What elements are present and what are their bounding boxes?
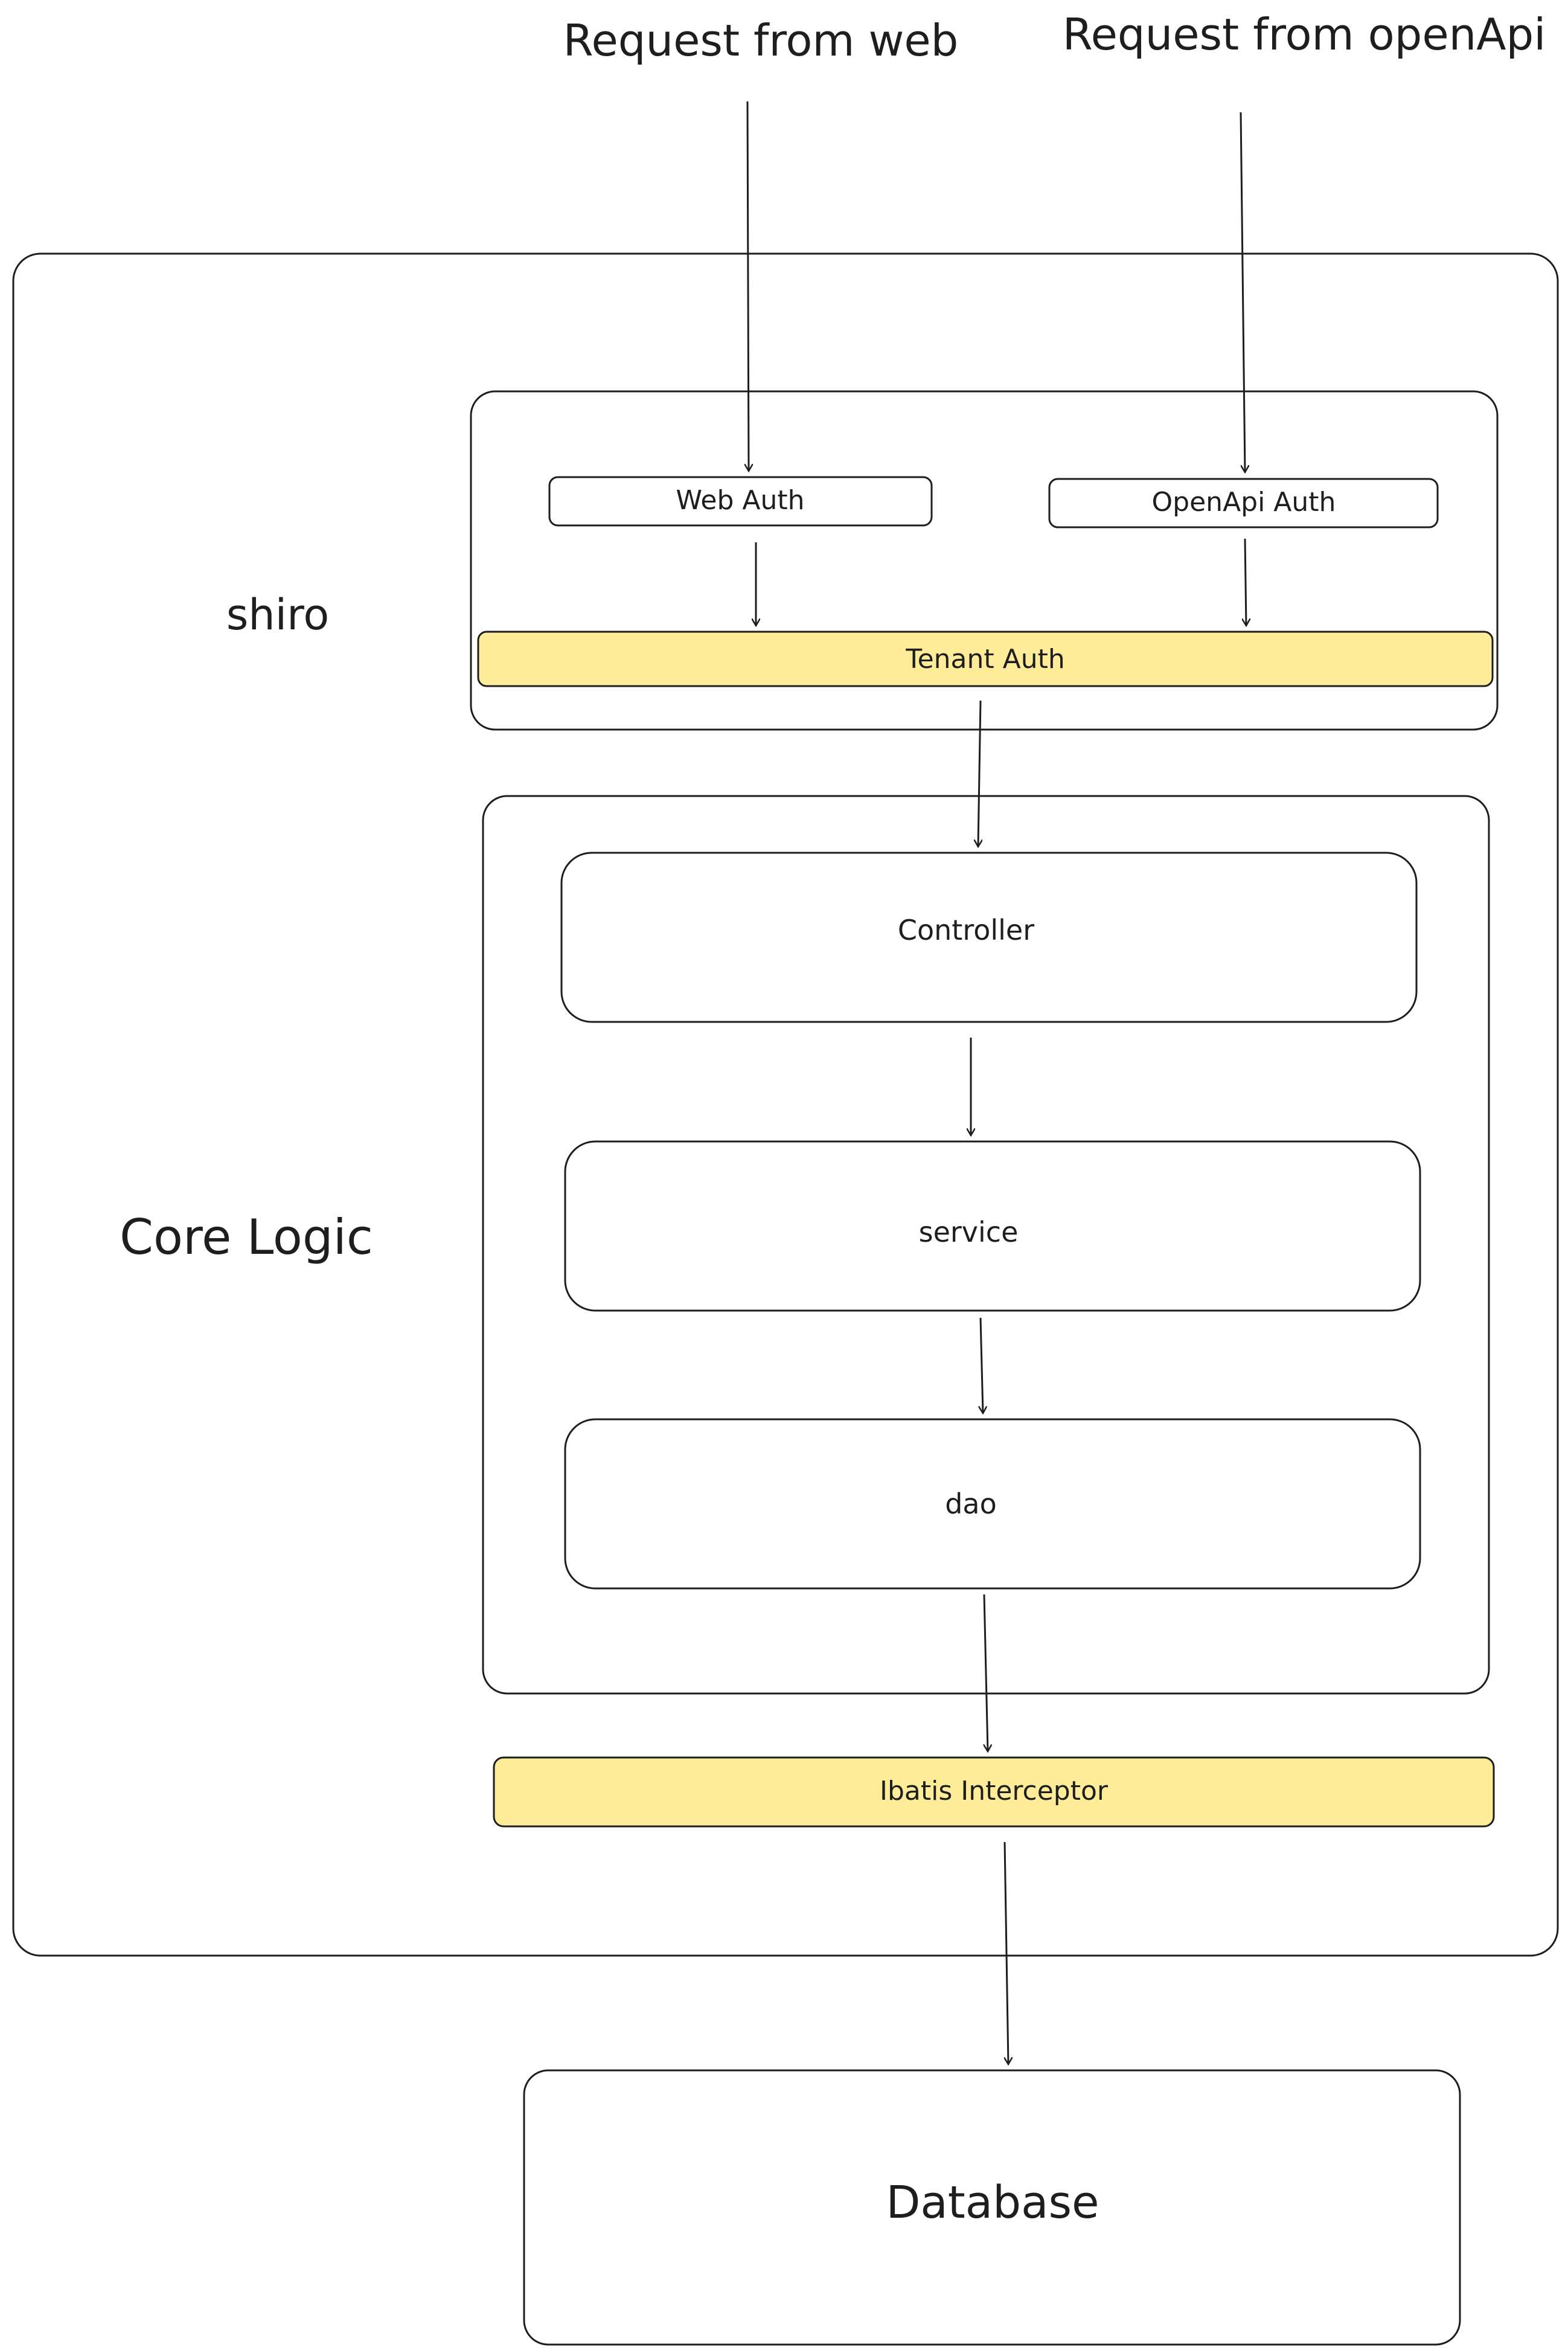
tenant-auth-box [477, 631, 1494, 687]
controller-box [560, 852, 1418, 1023]
database-label: Database [886, 2177, 1099, 2229]
arrow-service-to-dao [981, 1317, 983, 1413]
shiro-group [470, 390, 1499, 731]
arrow-dao-to-ibatis-interceptor [983, 1594, 988, 1751]
tenant-auth-label: Tenant Auth [905, 644, 1065, 675]
arrow-openapi-auth-to-tenant-auth [1245, 538, 1246, 626]
arrow-tenant-auth-to-controller [978, 700, 981, 847]
dao-label: dao [945, 1488, 997, 1520]
system-container [12, 252, 1559, 1957]
arrow-ibatis-interceptor-to-database [1003, 1841, 1008, 2064]
shiro-layer-label: shiro [226, 590, 329, 640]
dao-box [564, 1418, 1421, 1590]
openapi-auth-box [1048, 478, 1439, 528]
ibatis-interceptor-box [493, 1756, 1495, 1828]
service-box [564, 1140, 1421, 1312]
web-auth-label: Web Auth [676, 485, 804, 516]
openapi-auth-label: OpenApi Auth [1152, 487, 1336, 518]
core-logic-layer-label: Core Logic [120, 1209, 373, 1265]
web-request-label: Request from web [563, 15, 959, 66]
web-auth-box [548, 476, 933, 527]
database-box [523, 2069, 1461, 2346]
openapi-request-label: Request from openApi [1063, 9, 1546, 60]
arrow-web-to-web-auth [747, 101, 749, 471]
service-label: service [919, 1216, 1019, 1248]
ibatis-interceptor-label: Ibatis Interceptor [880, 1776, 1109, 1806]
arrow-openapi-to-openapi-auth [1240, 112, 1245, 472]
controller-label: Controller [898, 914, 1034, 946]
